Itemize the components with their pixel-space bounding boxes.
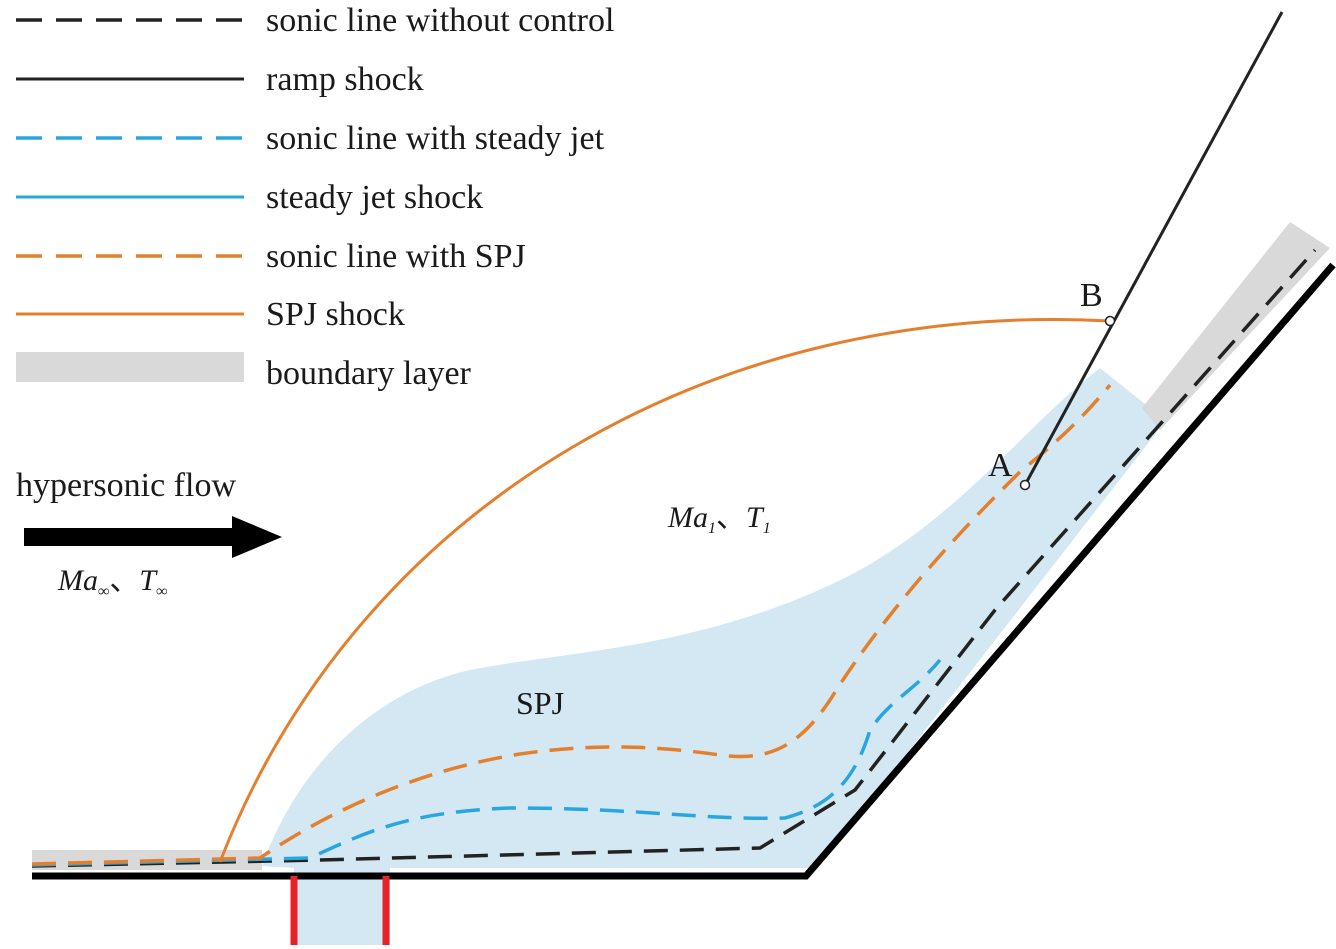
post-shock-separator: 、 (716, 501, 746, 534)
legend-label-sonic-line-with-steady-jet: sonic line with steady jet (266, 120, 605, 157)
legend-label-spj-shock: SPJ shock (266, 296, 405, 333)
sonic-line-with-spj (31, 383, 1112, 866)
post-shock-mach: Ma (667, 501, 708, 534)
legend-label-steady-jet-shock: steady jet shock (266, 179, 483, 216)
flow-label: hypersonic flow (16, 467, 236, 504)
spj-shock (218, 318, 1111, 863)
point-b-marker (1104, 315, 1116, 327)
post-shock-temperature: T (746, 501, 765, 534)
post-shock-mach-subscript: 1 (708, 520, 716, 537)
point-a-marker (1019, 479, 1031, 491)
point-b-label: B (1080, 277, 1103, 314)
wall-surface (32, 262, 1336, 880)
legend-label-ramp-shock: ramp shock (266, 61, 424, 98)
flow-arrow-icon (24, 516, 282, 558)
legend-swatch-boundary-layer (16, 352, 244, 382)
freestream-conditions: Ma∞、T∞ (57, 564, 168, 600)
post-shock-conditions: Ma1、T1 (667, 501, 771, 537)
spj-region-label: SPJ (516, 685, 564, 721)
legend-label-sonic-line-with-spj: sonic line with SPJ (266, 238, 526, 275)
spj-region (262, 368, 1160, 945)
ramp-shock (1023, 11, 1284, 486)
freestream-mach-subscript: ∞ (98, 583, 109, 600)
boundary-layer-ramp (1142, 222, 1330, 430)
legend-label-boundary-layer: boundary layer (266, 355, 472, 392)
freestream-separator: 、 (109, 564, 139, 597)
sonic-line-with-steady-jet (31, 658, 942, 867)
freestream-temperature-subscript: ∞ (156, 583, 167, 600)
legend-label-sonic-line-without-control: sonic line without control (266, 2, 614, 39)
post-shock-temperature-subscript: 1 (763, 520, 771, 537)
freestream-mach: Ma (57, 564, 98, 597)
point-a-label: A (988, 447, 1013, 484)
freestream-temperature: T (139, 564, 158, 597)
legend: sonic line without control ramp shock so… (16, 2, 614, 392)
